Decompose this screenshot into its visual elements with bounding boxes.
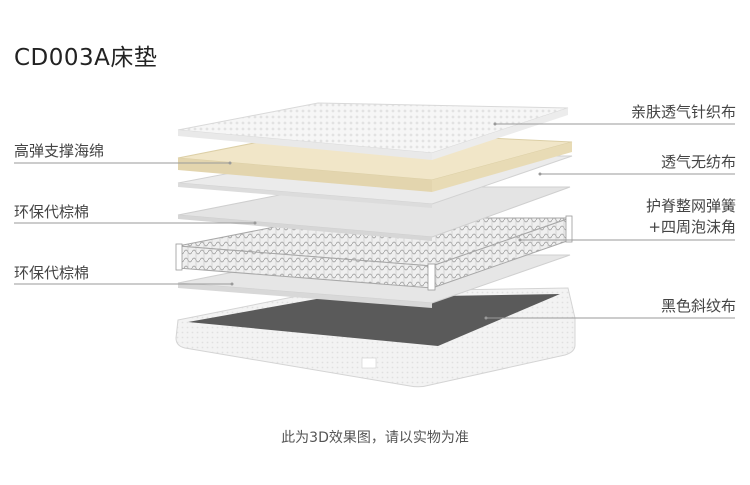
label-eco-cotton-1: 环保代棕棉 bbox=[14, 201, 89, 222]
label-support-foam: 高弹支撑海绵 bbox=[14, 140, 104, 161]
foam-corner bbox=[176, 244, 182, 270]
base-tag bbox=[362, 358, 376, 368]
foam-corner bbox=[428, 264, 435, 290]
label-spring-line2: +四周泡沫角 bbox=[648, 216, 736, 237]
disclaimer-caption: 此为3D效果图，请以实物为准 bbox=[0, 427, 750, 447]
label-eco-cotton-2: 环保代棕棉 bbox=[14, 262, 89, 283]
label-nonwoven: 透气无纺布 bbox=[661, 151, 736, 172]
label-bottom-fabric: 黑色斜纹布 bbox=[661, 295, 736, 316]
label-spring-line1: 护脊整网弹簧 bbox=[646, 195, 736, 216]
foam-corner bbox=[566, 216, 572, 242]
label-top-fabric: 亲肤透气针织布 bbox=[631, 101, 736, 122]
